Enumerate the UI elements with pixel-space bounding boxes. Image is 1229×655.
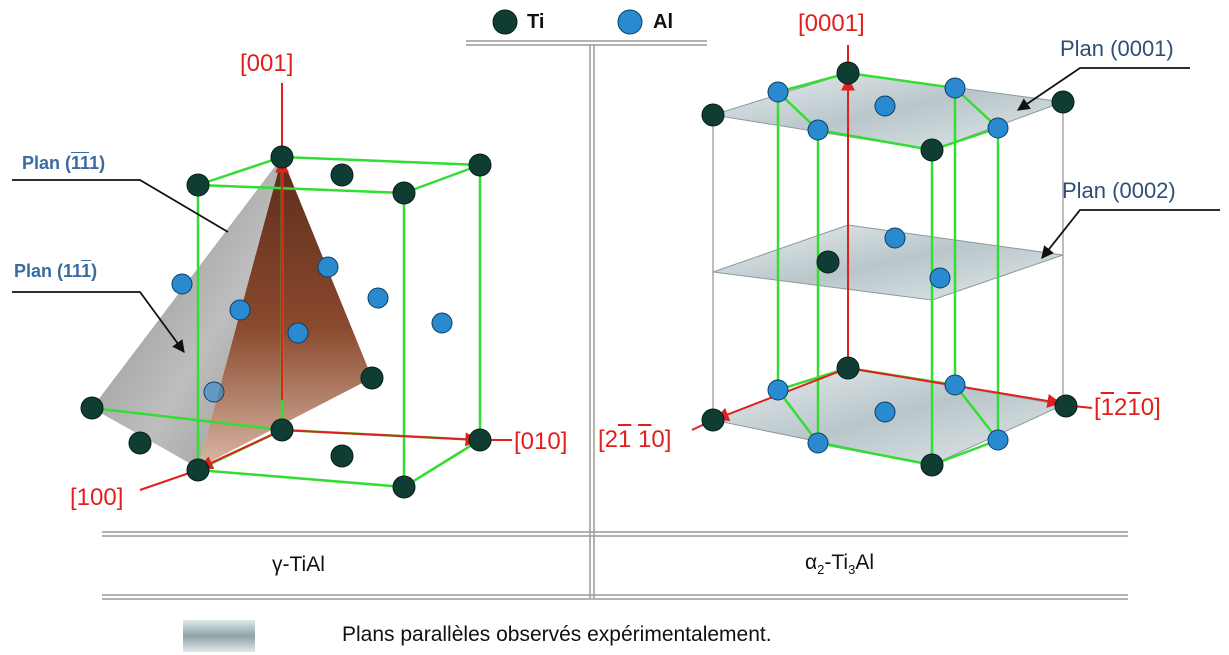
plan-0002-label: Plan (0002) [1062,178,1176,203]
gamma-ti-atoms [80,145,492,499]
plan-0001-label: Plan (0001) [1060,36,1174,61]
gamma-tial-cell [12,83,512,499]
ti-legend-icon [492,9,518,35]
plan-111-brown-label: Plan (111) [14,261,98,281]
plane-0002-mid [712,224,1064,301]
axis-1210-label: [1210] [1094,394,1161,421]
axis-001-label: [001] [240,50,294,77]
footer-text: Plans parallèles observés expérimentalem… [342,623,772,646]
plane-111-grey [92,157,282,468]
alpha2-ti-atoms [701,61,1078,477]
axis-010-label: [010] [514,428,568,455]
axis-0001-label: [0001] [798,10,865,37]
plane-swatch-icon [183,620,255,652]
axis-010-arrow [281,429,480,447]
plan-0001-pointer [1016,67,1190,111]
axis-2110-label: [21 10] [598,426,672,453]
alpha2-ti3al-cell [691,45,1220,477]
al-legend-icon [617,9,643,35]
plan-0002-pointer [1041,209,1220,259]
axis-100-label: [100] [70,484,124,511]
legend-al-label: Al [653,11,673,33]
alpha2-caption: α2-Ti3Al [805,551,875,578]
plan-111a-pointer [12,179,229,233]
legend-ti-label: Ti [527,11,545,33]
plan-111-grey-label: Plan (111) [22,153,106,173]
gamma-caption: γ-TiAl [272,553,325,576]
plan-111b-pointer [12,291,185,354]
frame-lines [102,40,1128,600]
plane-111-brown [198,157,372,468]
gamma-al-atoms [171,256,453,403]
axis-100-arrow [198,429,283,470]
alpha2-al-atoms [767,77,1009,454]
